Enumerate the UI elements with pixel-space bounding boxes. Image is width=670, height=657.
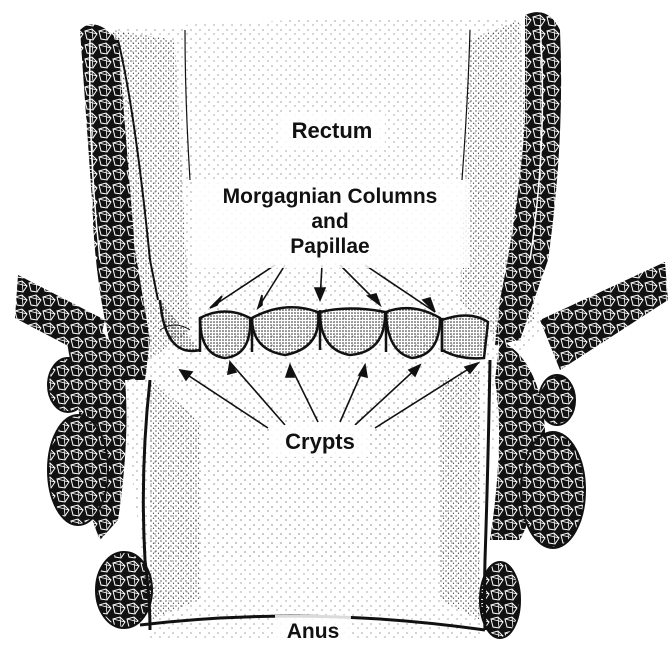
levator-muscle-right — [540, 262, 668, 370]
sphincter-right — [480, 340, 585, 638]
label-columns-line1: Morgagnian Columns — [223, 185, 438, 208]
label-crypts: Crypts — [285, 429, 355, 454]
label-rectum: Rectum — [292, 118, 373, 143]
label-columns-line2: and — [311, 210, 348, 233]
label-anus: Anus — [287, 620, 340, 643]
label-columns-line3: Papillae — [290, 235, 369, 258]
